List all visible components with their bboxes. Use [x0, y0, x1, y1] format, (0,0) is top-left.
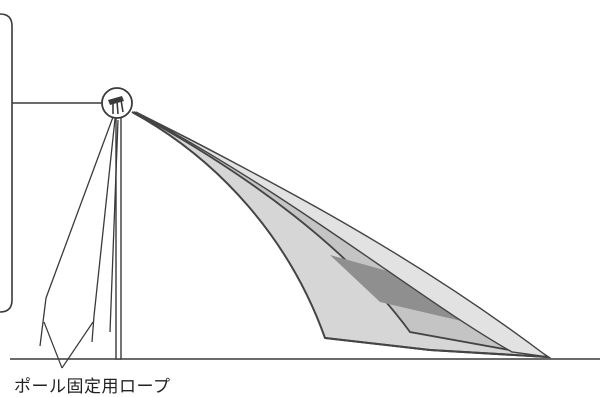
pulley-wheel-icon: [108, 96, 124, 115]
sail-panel-inner: [135, 111, 551, 359]
sail-hem: [324, 337, 549, 358]
pole-rope-label: ポール固定用ロープ: [14, 377, 171, 397]
pole-guy-ropes: [39, 116, 119, 347]
callout-bracket: [0, 13, 13, 313]
label-leader-lines: [43, 321, 94, 369]
shade-sail: [131, 111, 552, 359]
